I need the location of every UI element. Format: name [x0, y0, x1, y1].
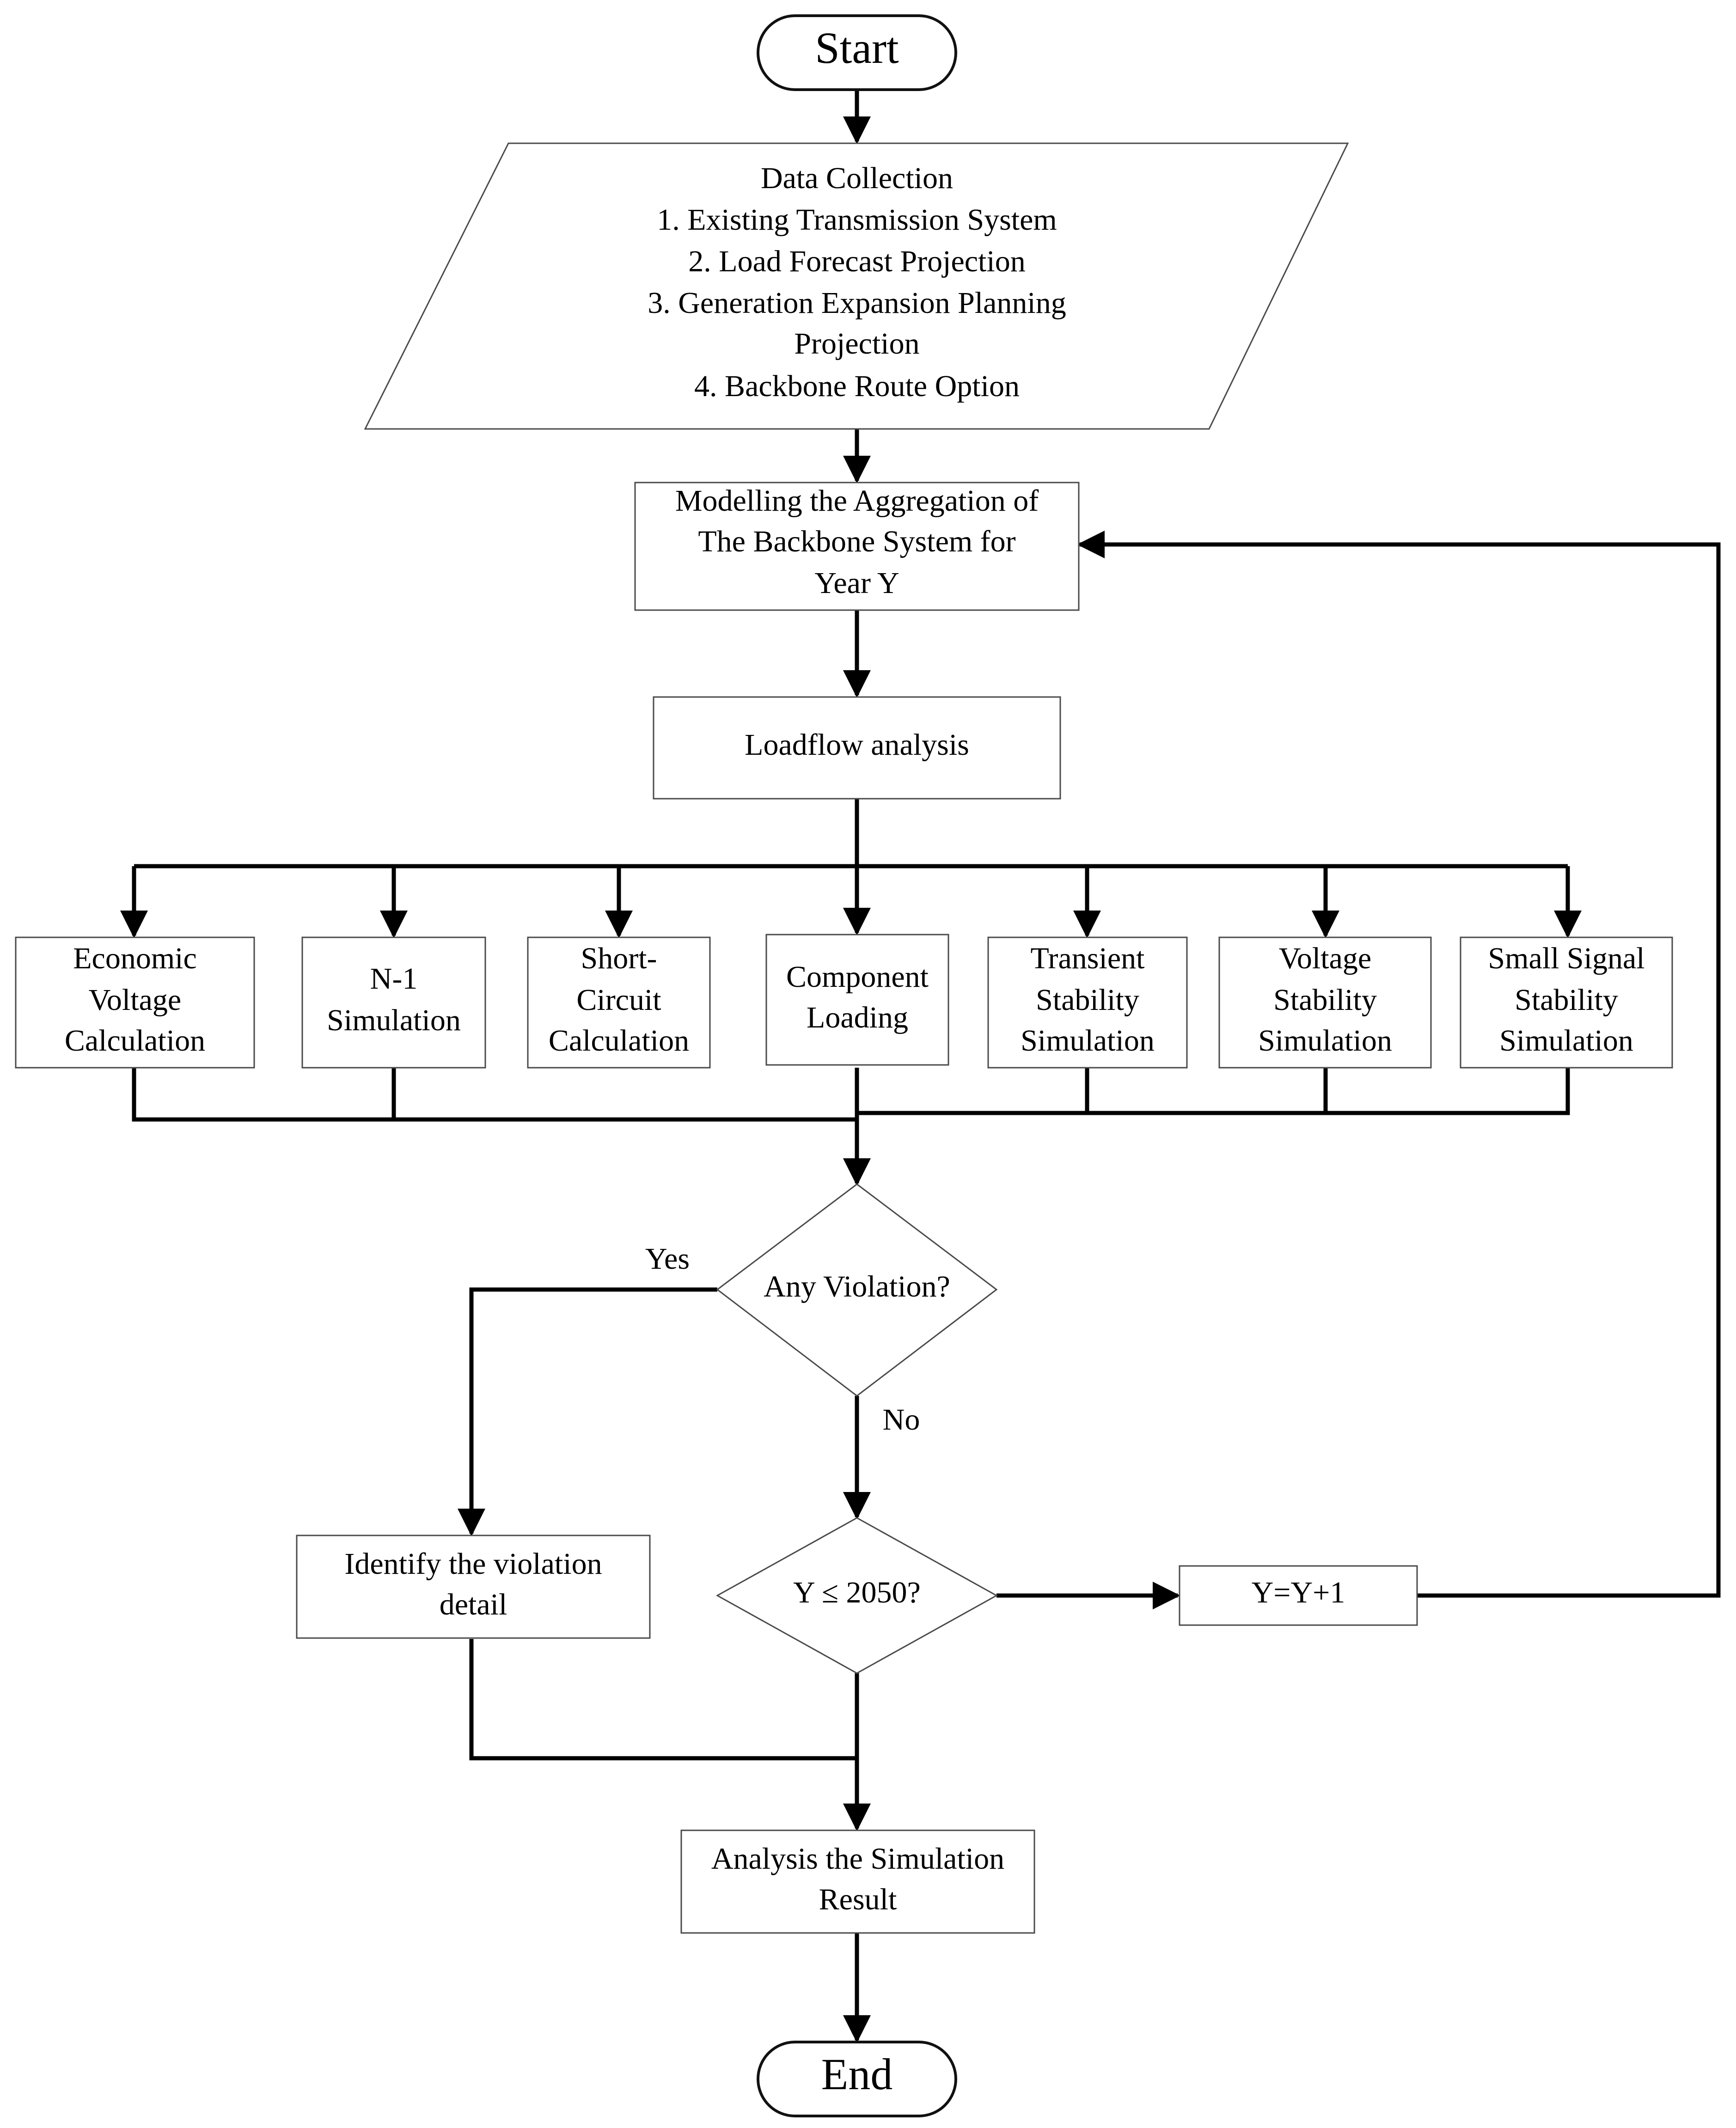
increment-box: Y=Y+1	[1179, 1565, 1418, 1626]
year-decision: Y ≤ 2050?	[715, 1517, 998, 1674]
small-signal-line-2: Simulation	[1499, 1024, 1633, 1058]
loop-back-to-modelling	[1077, 531, 1721, 1598]
short-circuit-line-1: Circuit	[576, 983, 661, 1017]
violation-decision: Any Violation?	[716, 1183, 998, 1397]
modelling-line-1: The Backbone System for	[698, 525, 1015, 558]
end-terminal: End	[757, 2041, 957, 2117]
connectors	[120, 91, 1721, 2043]
economic-voltage-line-1: Voltage	[89, 983, 181, 1017]
increment-label: Y=Y+1	[1252, 1576, 1345, 1609]
violation-decision-label: Any Violation?	[764, 1270, 950, 1303]
voltage-stability-line-0: Voltage	[1279, 942, 1371, 975]
year-decision-label: Y ≤ 2050?	[793, 1576, 921, 1609]
analysis-box: Analysis the Simulation Result	[680, 1829, 1035, 1934]
data-collection-line-4: Projection	[794, 327, 919, 361]
identify-to-merge	[469, 1639, 857, 1761]
loadflow-label: Loadflow analysis	[745, 728, 969, 762]
transient-stability-line-1: Stability	[1036, 983, 1139, 1017]
n-1-line-0: N-1	[370, 962, 418, 996]
voltage-stability-line-2: Simulation	[1258, 1024, 1392, 1058]
data-collection-line-3: 3. Generation Expansion Planning	[648, 286, 1066, 320]
component-loading-line-1: Loading	[807, 1001, 908, 1034]
data-collection-line-5: 4. Backbone Route Option	[694, 369, 1020, 403]
study-short-circuit: Short- Circuit Calculation	[527, 936, 711, 1069]
n-1-line-1: Simulation	[327, 1003, 461, 1037]
data-collection-input: Data Collection 1. Existing Transmission…	[364, 142, 1349, 430]
identify-line-0: Identify the violation	[344, 1547, 602, 1581]
small-signal-line-0: Small Signal	[1488, 942, 1644, 975]
start-terminal: Start	[757, 14, 957, 91]
small-signal-line-1: Stability	[1515, 983, 1618, 1017]
end-label: End	[821, 2049, 893, 2099]
short-circuit-line-0: Short-	[581, 942, 657, 975]
analysis-line-1: Result	[819, 1883, 897, 1916]
transient-stability-line-0: Transient	[1031, 942, 1145, 975]
no-label: No	[883, 1403, 920, 1437]
data-collection-line-2: 2. Load Forecast Projection	[688, 245, 1025, 278]
start-label: Start	[815, 23, 899, 73]
collector-left	[132, 1068, 857, 1122]
study-n-1: N-1 Simulation	[301, 936, 486, 1069]
analysis-line-0: Analysis the Simulation	[711, 1842, 1004, 1876]
identify-box: Identify the violation detail	[296, 1535, 651, 1639]
study-economic-voltage: Economic Voltage Calculation	[15, 936, 255, 1069]
modelling-line-0: Modelling the Aggregation of	[675, 484, 1039, 518]
identify-line-1: detail	[440, 1588, 507, 1621]
study-small-signal: Small Signal Stability Simulation	[1460, 936, 1673, 1069]
modelling-line-2: Year Y	[814, 566, 899, 600]
study-component-loading: Component Loading	[765, 934, 949, 1066]
loadflow-box: Loadflow analysis	[653, 696, 1061, 800]
voltage-stability-line-1: Stability	[1273, 983, 1377, 1017]
economic-voltage-line-2: Calculation	[65, 1024, 205, 1058]
yes-label: Yes	[645, 1242, 690, 1276]
study-transient-stability: Transient Stability Simulation	[987, 936, 1188, 1069]
arrow-yes-to-identify	[458, 1287, 717, 1536]
data-collection-line-0: Data Collection	[761, 161, 953, 195]
data-collection-line-1: 1. Existing Transmission System	[657, 203, 1057, 237]
modelling-box: Modelling the Aggregation of The Backbon…	[634, 482, 1080, 611]
collector-right	[857, 1068, 1570, 1115]
study-voltage-stability: Voltage Stability Simulation	[1218, 936, 1432, 1069]
component-loading-line-0: Component	[786, 960, 929, 994]
short-circuit-line-2: Calculation	[549, 1024, 689, 1058]
economic-voltage-line-0: Economic	[73, 942, 197, 975]
transient-stability-line-2: Simulation	[1021, 1024, 1155, 1058]
